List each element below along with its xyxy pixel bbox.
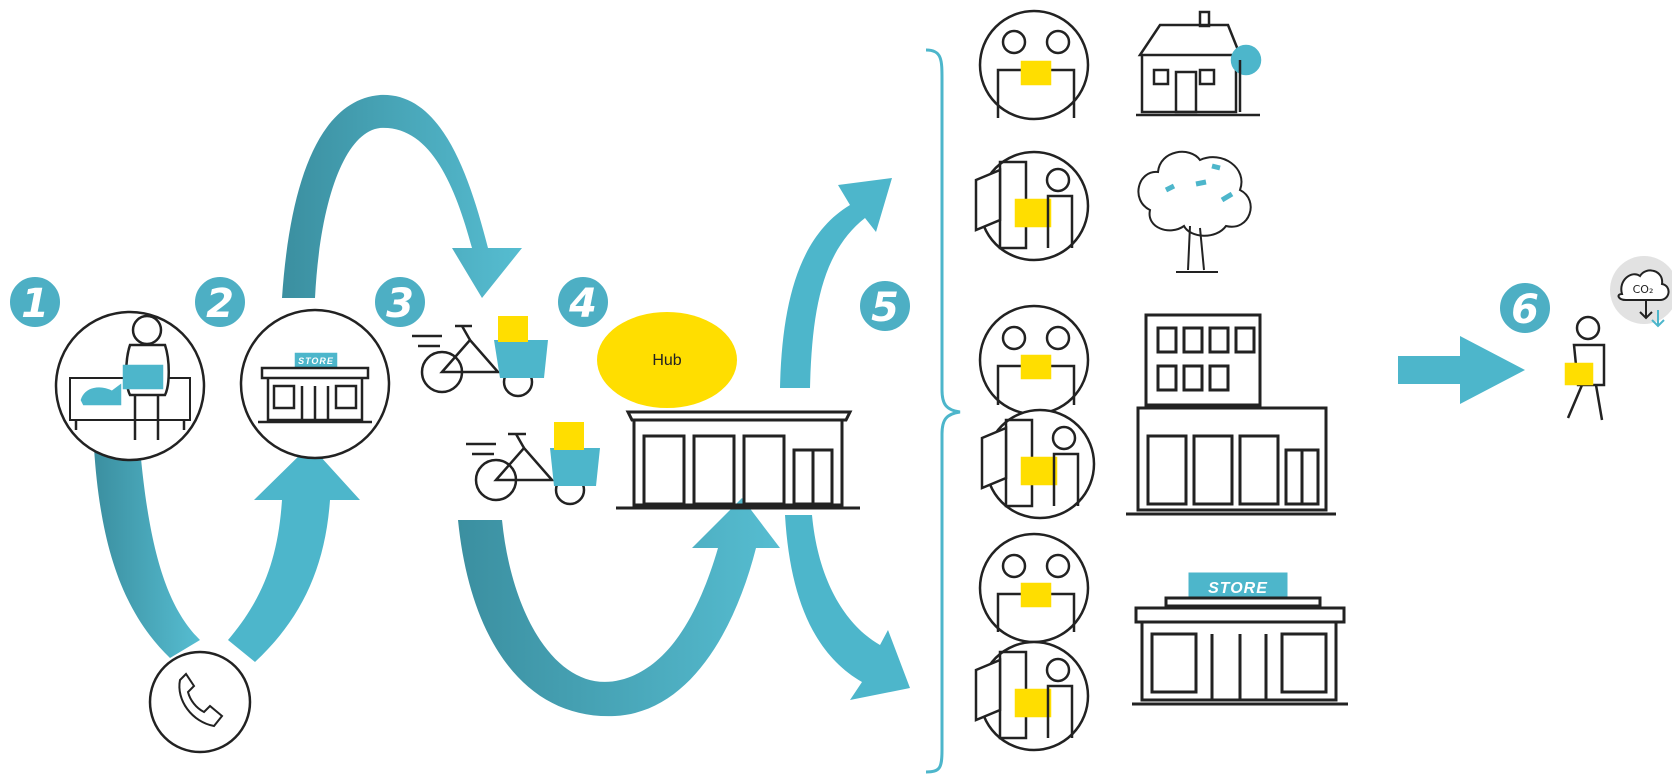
options-bracket bbox=[925, 48, 961, 774]
arrow-laptop-to-phone bbox=[94, 448, 200, 658]
cargo-bike-icon bbox=[412, 316, 548, 398]
hub-label: Hub bbox=[652, 352, 681, 369]
step-number-2: 2 bbox=[206, 281, 234, 327]
office-building-icon bbox=[1126, 313, 1336, 516]
arrow-bike-to-hub bbox=[458, 498, 780, 717]
locker-icon bbox=[974, 150, 1090, 262]
arrow-phone-to-store bbox=[228, 445, 360, 662]
locker-icon bbox=[974, 640, 1090, 752]
step-badge-1 bbox=[8, 275, 62, 329]
step-number-1: 1 bbox=[21, 281, 49, 327]
step-badge-4 bbox=[556, 275, 610, 329]
handover-icon bbox=[978, 532, 1090, 644]
arrow-store-to-bike bbox=[282, 94, 522, 299]
co2-reduction-icon bbox=[1610, 256, 1672, 328]
arrow-hub-down bbox=[785, 515, 910, 700]
cargo-bike-icon bbox=[466, 422, 600, 506]
arrow-hub-up bbox=[780, 178, 892, 388]
step-number-6: 6 bbox=[1511, 287, 1539, 333]
hub-ellipse bbox=[597, 312, 737, 408]
co2-label: CO₂ bbox=[1633, 283, 1654, 296]
handover-icon bbox=[978, 9, 1090, 121]
step-badge-2 bbox=[193, 275, 247, 329]
phone-icon bbox=[148, 650, 252, 754]
store-sign-small: STORE bbox=[298, 356, 334, 366]
walking-person-icon bbox=[1564, 315, 1606, 421]
hub-building-icon bbox=[616, 410, 860, 510]
step-badges bbox=[8, 275, 1552, 335]
store-large-icon bbox=[1132, 572, 1348, 706]
step-number-3: 3 bbox=[386, 281, 414, 327]
step-badge-5 bbox=[858, 279, 912, 333]
step-number-4: 4 bbox=[568, 281, 597, 327]
arrow-to-recipient bbox=[1398, 336, 1525, 404]
person-laptop-icon bbox=[54, 310, 206, 462]
step-number-5: 5 bbox=[871, 285, 899, 331]
store-sign-large: STORE bbox=[1208, 580, 1268, 597]
step-badge-3 bbox=[373, 275, 427, 329]
handover-icon bbox=[978, 304, 1090, 416]
step-badge-6 bbox=[1498, 281, 1552, 335]
locker-icon bbox=[980, 408, 1096, 520]
house-icon bbox=[1136, 10, 1262, 117]
tree-icon bbox=[1137, 151, 1252, 273]
flow-arrows bbox=[94, 94, 1525, 717]
store-icon bbox=[239, 308, 391, 460]
